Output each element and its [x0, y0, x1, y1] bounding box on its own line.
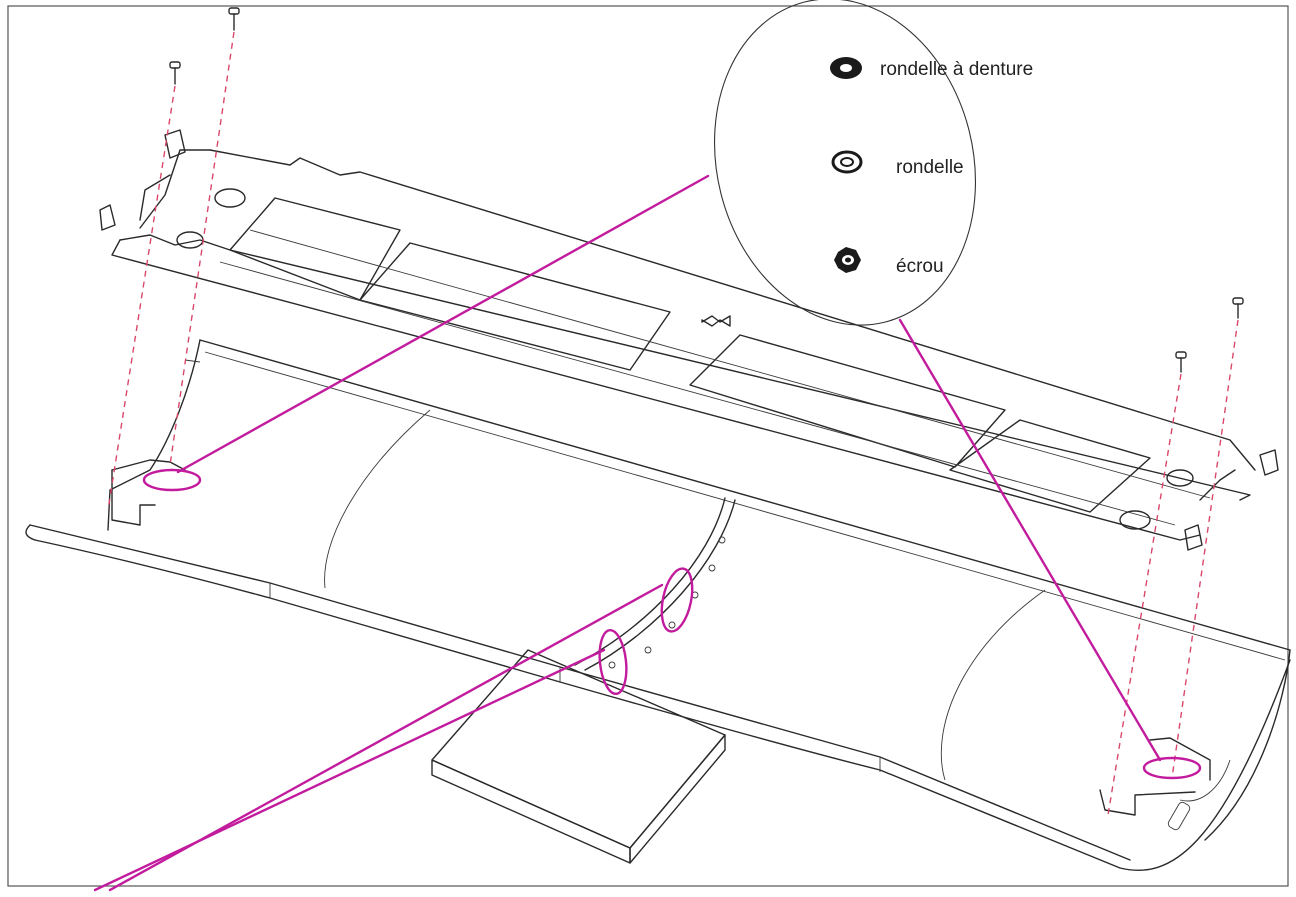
hex-nut-icon	[834, 247, 861, 273]
guide-line	[1171, 319, 1239, 779]
legend-label-nut: écrou	[896, 256, 944, 277]
screw-icon	[1232, 297, 1244, 319]
mounting-plate	[99, 129, 1279, 551]
callouts	[93, 174, 1202, 892]
callout-ring-left	[142, 468, 202, 492]
toothed-washer-icon	[830, 57, 862, 79]
leader-line-rib-lower	[93, 648, 606, 892]
lower-housing	[25, 339, 1291, 871]
guide-line	[107, 85, 176, 511]
guide-line	[169, 31, 235, 466]
guide-line	[1107, 373, 1182, 816]
washer-icon	[831, 150, 863, 174]
fastener-guides	[107, 31, 1239, 816]
parts-legend: rondelle à denture rondelle écrou	[713, 0, 1033, 326]
callout-ring-right	[1142, 756, 1202, 780]
legend-label-toothed-washer: rondelle à denture	[880, 59, 1033, 80]
screw-icon	[169, 61, 181, 85]
drawing-frame	[7, 5, 1289, 887]
screws	[169, 7, 1244, 373]
screw-icon	[1175, 351, 1187, 373]
leader-line-left	[176, 174, 710, 474]
callout-ring-rib-upper	[660, 567, 694, 633]
legend-label-washer: rondelle	[896, 157, 964, 178]
screw-icon	[228, 7, 240, 31]
legend-ellipse	[713, 0, 977, 326]
support-block	[431, 649, 726, 864]
leader-line-right	[898, 318, 1162, 762]
callout-ring-rib-lower	[598, 628, 628, 696]
